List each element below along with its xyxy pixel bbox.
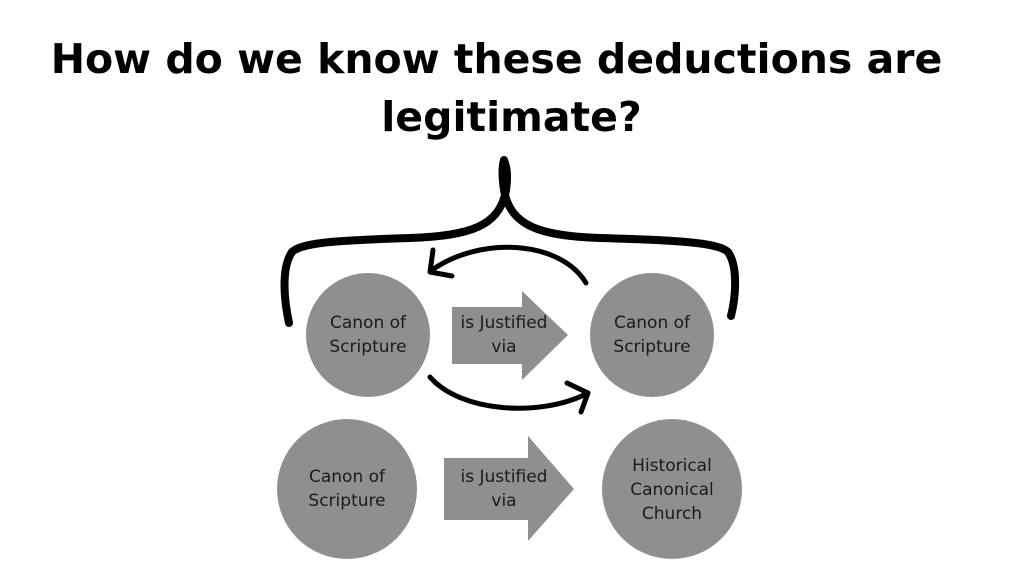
row2-left-line1: Canon of: [308, 467, 386, 487]
row2-left-circle-label: Canon of Scripture: [285, 459, 409, 519]
circular-arrow-bottom-icon: [427, 374, 591, 411]
row2-arrow-line1: is Justified: [460, 467, 548, 487]
row2-right-circle-label: Historical Canonical Church: [606, 450, 738, 530]
row1-right-line2: Scripture: [613, 337, 691, 357]
row1-right-line1: Canon of: [613, 313, 691, 333]
row1-left-line1: Canon of: [329, 313, 407, 333]
row2-right-circle: [602, 419, 742, 559]
row1-arrow-line2: via: [491, 337, 517, 357]
row1-arrow-line1: is Justified: [460, 313, 548, 333]
row2-right-line2: Canonical: [630, 480, 714, 500]
row1-arrow-label: is Justified via: [448, 305, 560, 365]
title-line-2: legitimate?: [381, 93, 642, 141]
curly-brace-icon: [280, 156, 740, 327]
row1-justify-arrow: [452, 291, 568, 380]
row2-left-circle: [277, 419, 417, 559]
row2-left-line2: Scripture: [308, 491, 386, 511]
row2-arrow-line2: via: [491, 491, 517, 511]
page-title: How do we know these deductions are legi…: [0, 30, 1023, 146]
row2-right-line3: Church: [641, 504, 703, 524]
circular-arrow-top-head: [427, 247, 455, 279]
row1-left-line2: Scripture: [329, 337, 407, 357]
circular-arrow-top-icon: [429, 244, 589, 286]
row2-arrow-label: is Justified via: [444, 459, 564, 519]
row1-right-circle: [590, 273, 714, 397]
row2-justify-arrow: [444, 436, 574, 541]
circular-arrow-bottom-head: [564, 380, 591, 415]
row1-left-circle: [306, 273, 430, 397]
row1-left-circle-label: Canon of Scripture: [306, 305, 430, 365]
row1-right-circle-label: Canon of Scripture: [590, 305, 714, 365]
row2-right-line1: Historical: [632, 456, 712, 476]
title-line-1: How do we know these deductions are: [50, 35, 943, 83]
